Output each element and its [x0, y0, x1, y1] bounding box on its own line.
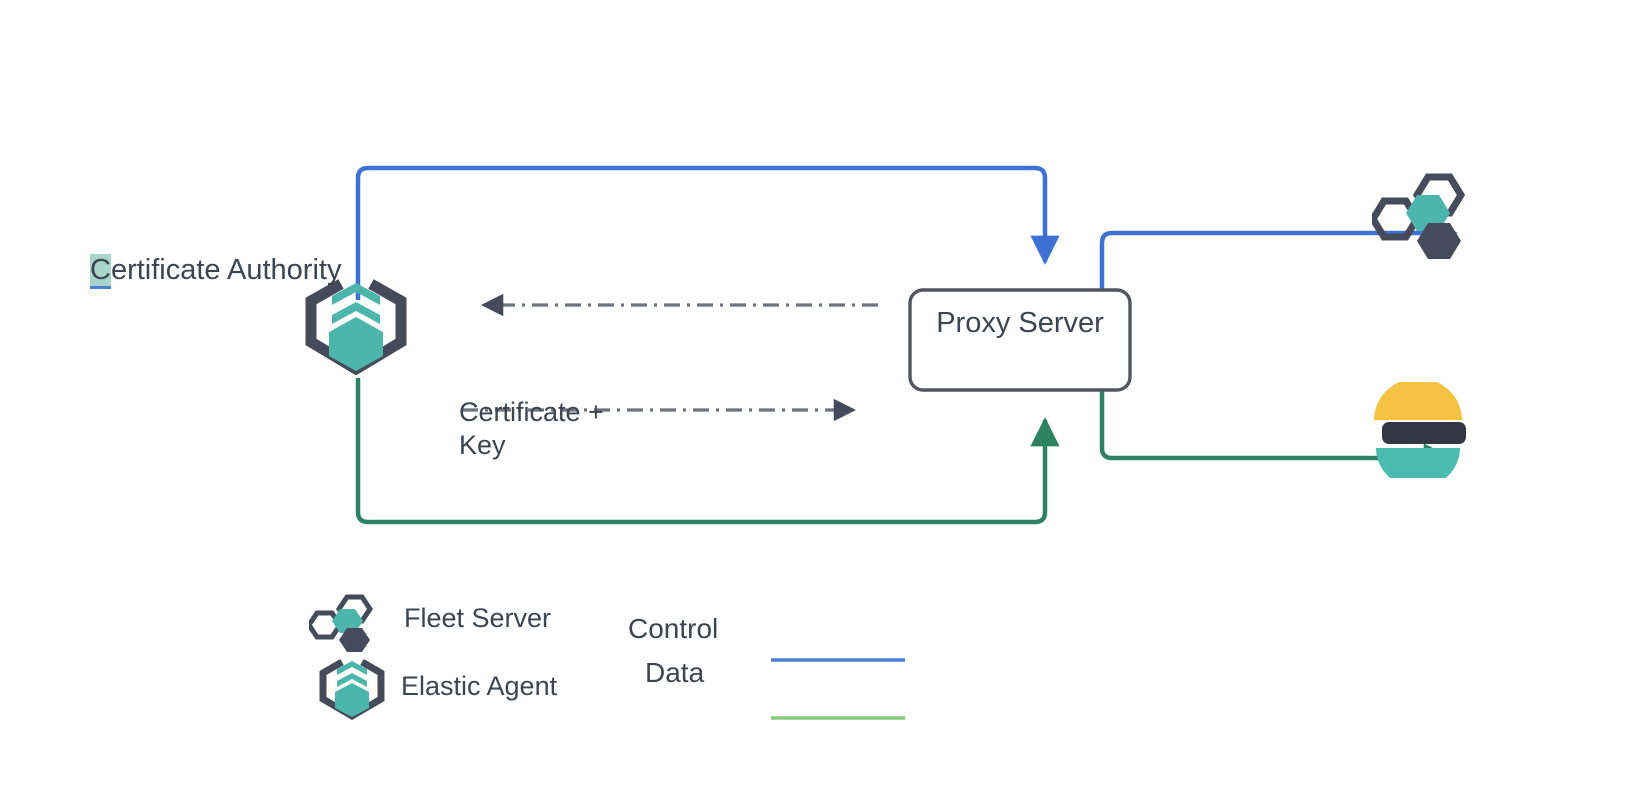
legend-line-label-data: Data: [645, 657, 705, 688]
edge-proxy-to-elasticsearch-data: [1099, 390, 1453, 473]
fleet-server-icon: [305, 594, 375, 656]
edge-agent-to-proxy-control: [355, 165, 1060, 300]
legend-item-label-elastic-agent: Elastic Agent: [401, 671, 558, 701]
legend-line-label-control: Control: [628, 613, 719, 644]
certificate-authority-text: ertificate Authority: [110, 254, 342, 286]
elastic-agent-icon: [318, 657, 386, 725]
edge-proxy-to-fleet-control: [1099, 218, 1458, 290]
certificate-key-line-2: Key: [459, 429, 506, 460]
certificate-authority-highlight: C: [90, 254, 111, 286]
certificate-authority-label: Certificate Authority: [90, 253, 341, 288]
proxy-server-label: Proxy Server: [936, 307, 1104, 339]
proxy-server-box[interactable]: [908, 288, 1132, 392]
edge-agent-to-proxy-data: [355, 378, 1060, 525]
elasticsearch-icon: [1368, 378, 1468, 488]
elastic-agent-icon: [303, 276, 409, 384]
certificate-key-edge-label: Certificate +Key: [459, 396, 604, 462]
legend-item-label-fleet-server: Fleet Server: [404, 603, 552, 633]
fleet-server-icon: [1368, 173, 1468, 263]
certificate-key-line-1: Certificate +: [459, 397, 604, 427]
